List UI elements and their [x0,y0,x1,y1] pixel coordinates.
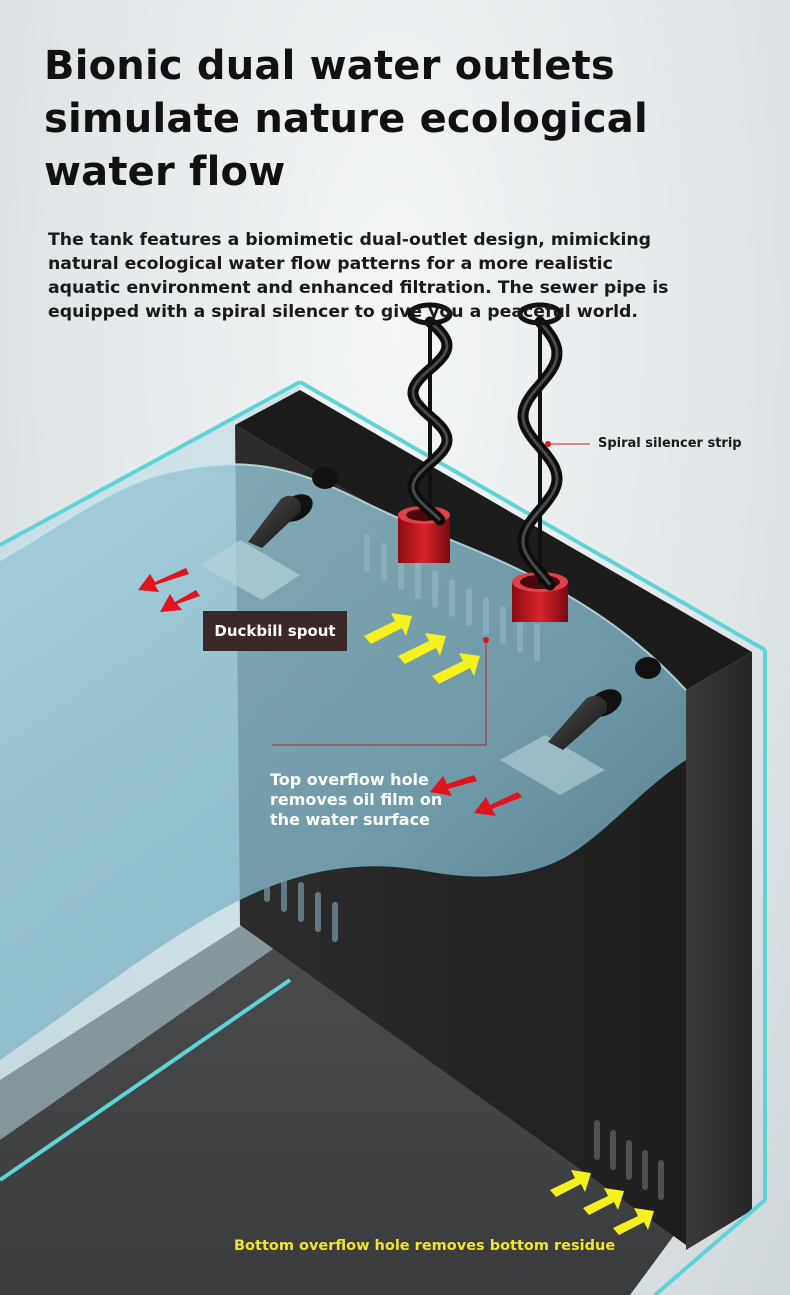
description-line: aquatic environment and enhanced filtrat… [48,278,669,298]
product-description: The tank features a biomimetic dual-outl… [48,228,748,324]
inflow-arrow-bottom-icon [550,1170,654,1235]
outflow-arrow-icon [138,568,522,816]
leader-dots [483,441,551,643]
filter-box-side [686,652,752,1250]
page-title-line: water flow [44,149,286,195]
description-line: natural ecological water flow patterns f… [48,254,613,274]
bottom-overflow-label: Bottom overflow hole removes bottom resi… [234,1238,616,1254]
middle-slots [264,862,338,942]
spiral-silencer-icon [407,316,453,526]
duckbill-spout-icon [500,657,661,795]
description-line: equipped with a spiral silencer to give … [48,302,638,322]
top-overflow-line: the water surface [270,810,430,829]
duckbill-spout-label: Duckbill spout [203,611,347,651]
top-overflow-line: removes oil film on [270,790,443,809]
duckbill-spout-icon [200,467,338,600]
spiral-silencer-label: Spiral silencer strip [598,436,742,451]
top-overflow-line: Top overflow hole [270,770,429,789]
overflow-slot-icon [364,534,540,662]
callout-leaders [272,443,590,746]
description-line: The tank features a biomimetic dual-outl… [48,230,652,250]
spiral-highlight [521,321,559,586]
spiral-caps [407,302,563,326]
filter-box-top [235,390,752,690]
inflow-arrow-icon [364,613,480,684]
spiral-highlight [411,320,449,522]
page-title-line: simulate nature ecological [44,96,648,142]
glass-edges [0,380,767,1295]
page-title-line: Bionic dual water outlets [44,43,615,89]
bottom-slots [594,1120,664,1200]
page-title: Bionic dual water outlets simulate natur… [44,40,734,199]
spiral-silencer-icon [517,316,563,591]
water-surface-line [0,463,687,691]
top-overflow-label: Top overflow hole removes oil film on th… [270,770,442,830]
